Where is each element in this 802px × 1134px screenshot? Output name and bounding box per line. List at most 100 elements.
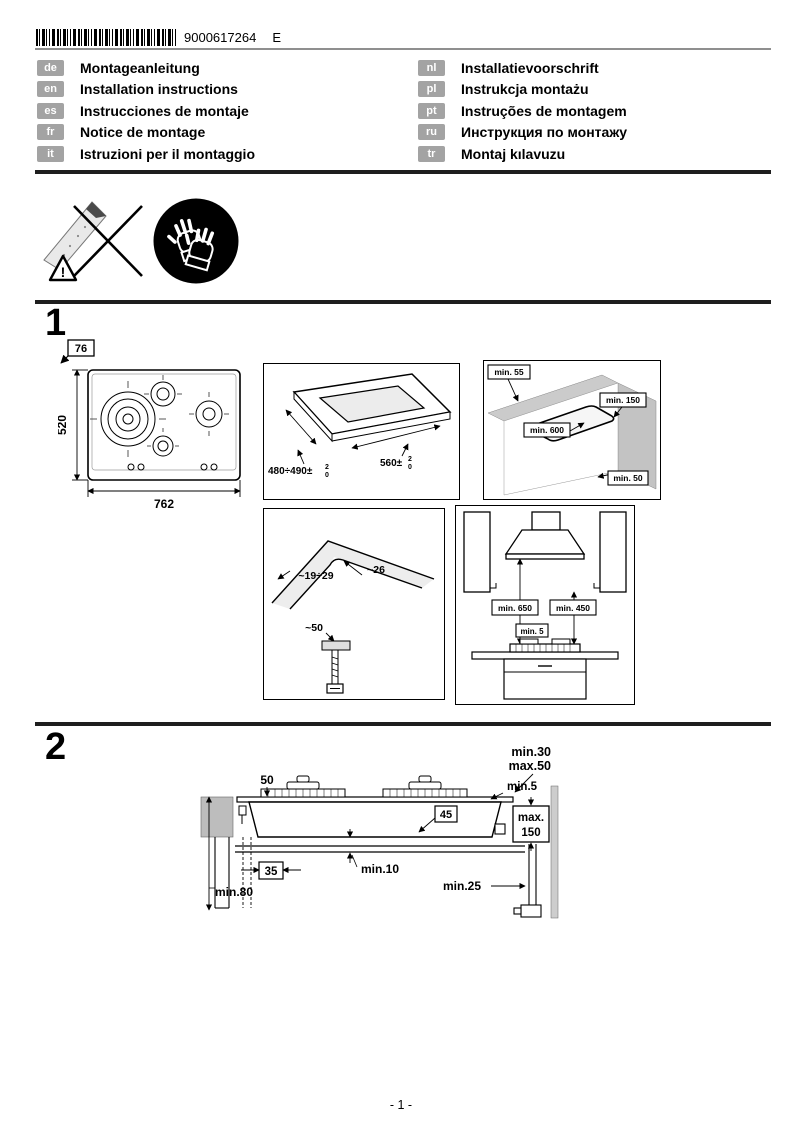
language-title: Montageanleitung	[80, 59, 200, 76]
dim-clamp-distance: ~50	[305, 622, 323, 634]
language-title: Инструкция по монтажу	[461, 124, 628, 141]
dim-hood-height: min. 650	[498, 603, 532, 613]
intermediate-shelf	[235, 845, 525, 853]
dim-side-panel: 35	[265, 866, 278, 878]
leader-lines	[277, 560, 363, 642]
packaging-warning-icon: !	[43, 201, 143, 282]
language-code-badge: nl	[418, 59, 445, 76]
leader-lines	[507, 378, 623, 479]
hob-outline	[87, 369, 241, 481]
language-title: Notice de montage	[80, 124, 206, 141]
clearance-labels: min. 55 min. 150 min. 600 min. 50	[487, 364, 649, 486]
language-code-badge: en	[37, 81, 64, 98]
language-title: Montaj kılavuzu	[461, 145, 566, 162]
fixing-clamp	[321, 640, 351, 694]
section-divider-2	[35, 300, 771, 304]
protective-gloves-icon	[153, 198, 239, 284]
language-row: nl Installatievoorschrift	[418, 57, 627, 79]
dim-hob-gap: min. 5	[520, 627, 544, 636]
barcode-number: 9000617264	[184, 30, 257, 45]
section2-number: 2	[45, 726, 67, 768]
burners	[100, 381, 223, 457]
clearance-diagram-frame: min. 55 min. 150 min. 600 min. 50	[483, 360, 661, 500]
section1-number: 1	[45, 302, 67, 344]
language-row: fr Notice de montage	[37, 122, 255, 144]
cutout-diagram-frame: 480÷490± 2 0 560± 2 0	[263, 363, 460, 500]
language-row: it Istruzioni per il montaggio	[37, 143, 255, 165]
language-list-left: de Montageanleitung en Installation inst…	[37, 57, 255, 165]
dim-conn-150: 150	[521, 827, 540, 839]
worktop-cutout-diagram: 480÷490± 2 0 560± 2 0	[268, 373, 452, 479]
installation-clearance-diagram: min. 55 min. 150 min. 600 min. 50	[487, 364, 657, 496]
dim-rear-clearance: min. 55	[494, 367, 524, 377]
language-row: tr Montaj kılavuzu	[418, 143, 627, 165]
dim-shelf-gap: min.10	[361, 862, 399, 876]
dim-cutout-depth: 480÷490±	[268, 466, 313, 477]
page-number: - 1 -	[389, 1098, 413, 1112]
fixing-bracket	[238, 805, 247, 816]
right-wall	[550, 785, 559, 919]
dimension-lines	[72, 369, 241, 497]
extractor-hood	[504, 511, 586, 560]
language-list-right: nl Installatievoorschrift pl Instrukcja …	[418, 57, 627, 165]
dim-corner-radius: ~26	[367, 564, 385, 576]
dim-pipe-gap: min.25	[443, 879, 481, 893]
language-title: Instrukcja montażu	[461, 81, 589, 98]
dim-width-clearance: min. 600	[530, 425, 564, 435]
header-row: 9000617264 E	[36, 29, 281, 46]
clearance-labels: min. 650 min. 450 min. 5	[491, 599, 597, 638]
dim-side-clearance: min. 150	[606, 395, 640, 405]
dim-cutout-depth-tol-plus: 2	[325, 464, 329, 471]
dim-tub: 45	[440, 809, 452, 821]
language-code-badge: tr	[418, 145, 445, 162]
language-title: Installatievoorschrift	[461, 59, 599, 76]
corner-diagram-frame: ~19÷29 ~26 ~50	[263, 508, 445, 700]
panel-reference-lines	[242, 837, 252, 908]
language-row: pt Instruções de montagem	[418, 100, 627, 122]
language-code-badge: it	[37, 145, 64, 162]
language-row: ru Инструкция по монтажу	[418, 122, 627, 144]
language-row: pl Instrukcja montażu	[418, 79, 627, 101]
dim-cutout-depth-tol-minus: 0	[325, 472, 329, 479]
hob-cross-section	[236, 775, 514, 838]
corner-detail-diagram: ~19÷29 ~26 ~50	[271, 540, 435, 694]
language-code-badge: es	[37, 102, 64, 119]
language-title: Istruzioni per il montaggio	[80, 145, 255, 162]
language-code-badge: ru	[418, 124, 445, 141]
language-title: Instruções de montagem	[461, 102, 627, 119]
dim-conn-max: max.	[518, 812, 544, 824]
section-divider-1	[35, 170, 771, 174]
worktop-left-section	[200, 796, 234, 838]
dim-edge-width: ~19÷29	[298, 570, 333, 582]
language-code-badge: pl	[418, 81, 445, 98]
cutout-edge-band	[272, 541, 434, 609]
barcode	[36, 29, 178, 46]
section-divider-3	[35, 722, 771, 726]
pan-supports	[90, 375, 229, 457]
dim-hob-width: 762	[154, 497, 174, 511]
warning-triangle-icon	[48, 254, 78, 282]
dimension-lines	[285, 409, 441, 465]
connection-window-label: max. 150	[512, 797, 550, 851]
language-row: de Montageanleitung	[37, 57, 255, 79]
dim-side-gap: min.5	[507, 781, 538, 793]
dim-worktop-max: max.50	[509, 759, 551, 773]
language-title: Installation instructions	[80, 81, 238, 98]
language-code-badge: de	[37, 59, 64, 76]
language-row: es Instrucciones de montaje	[37, 100, 255, 122]
hob-dimensions-diagram: 76	[58, 339, 241, 511]
dim-cutout-width-tol-minus: 0	[408, 464, 412, 471]
dim-hob-depth: 520	[58, 415, 69, 435]
top-divider	[35, 48, 771, 50]
dim-front-clearance: min. 50	[613, 473, 643, 483]
warning-exclamation: !	[61, 264, 66, 280]
cutout-hole	[318, 385, 426, 423]
language-title: Instrucciones de montaje	[80, 102, 249, 119]
language-code-badge: pt	[418, 102, 445, 119]
dim-cabinet-height: min. 450	[556, 603, 590, 613]
dim-below-clearance: min.80	[215, 885, 253, 899]
wall-cabinets	[463, 511, 627, 593]
dim-flange: 50	[260, 773, 274, 787]
worktop-and-hob	[471, 638, 619, 700]
